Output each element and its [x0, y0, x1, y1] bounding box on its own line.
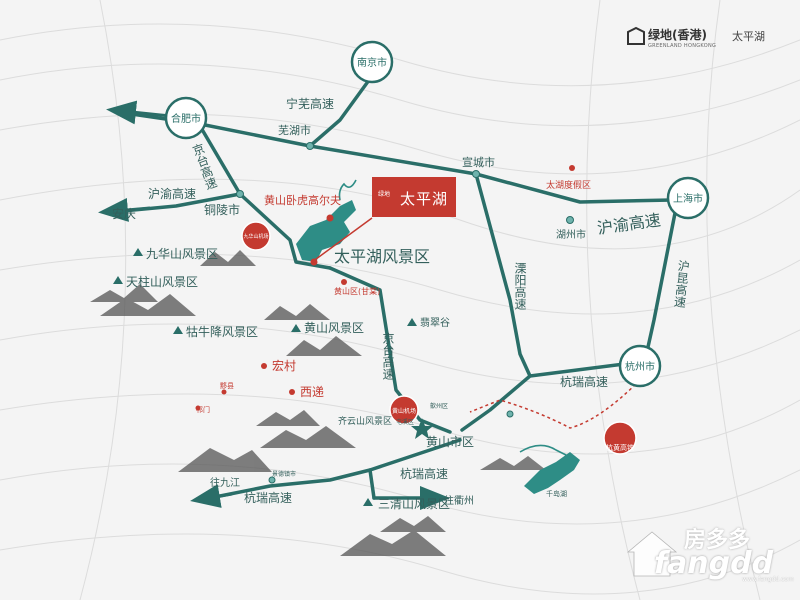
mountain-icon: [264, 304, 330, 320]
mountain-icon: [178, 448, 272, 472]
scenic-jiuhuashan: 九华山风景区: [146, 247, 218, 261]
scenic-sanqingshan: 三清山风景区: [378, 497, 450, 511]
road-wuhu-xuancheng: [308, 144, 478, 176]
road-jingtai: [328, 266, 452, 434]
star-icon: [411, 418, 433, 439]
junction-dots: [236, 142, 574, 484]
label-huangshan-district: 黄山区(甘棠): [334, 286, 380, 296]
red-dots: [195, 165, 575, 411]
project-badge[interactable]: 绿地 太平湖: [372, 177, 456, 217]
city-shanghai[interactable]: 上海市: [673, 192, 703, 205]
place-wuhu: 芜湖市: [278, 123, 311, 137]
road-xuancheng-shanghai: [474, 172, 674, 204]
place-shexian: 歙州区: [430, 402, 448, 410]
place-yixian: 黟县: [220, 381, 234, 390]
mountain-icon: [286, 336, 362, 356]
label-golf: 黄山卧虎高尔夫: [264, 193, 341, 207]
lake-river: [338, 179, 357, 201]
road-label-hangrui-west: 杭瑞高速: [244, 490, 292, 505]
road-hangzhou-sw: [460, 360, 642, 432]
road-label-ningwu: 宁芜高速: [286, 96, 334, 111]
watermark-cn: 房多多: [684, 528, 751, 553]
brand-name: 绿地(香港): [648, 28, 707, 42]
city-hefei[interactable]: 合肥市: [171, 112, 201, 125]
mountain-icons: [90, 250, 546, 556]
watermark-house-icon: [626, 531, 678, 577]
brand-project-logo: 太平湖: [732, 30, 765, 43]
road-hefei-wuhu: [198, 122, 312, 148]
arrow-hefei-west: [106, 100, 171, 125]
mountain-icon: [260, 426, 356, 448]
watermark-en: fangdd: [654, 546, 774, 581]
mountain-icon: [90, 284, 158, 302]
road-south: [368, 468, 376, 500]
arrow-anqing: [98, 197, 151, 222]
badge-prefix: 绿地: [378, 191, 391, 198]
scenic-taihu-resort: 太湖度假区: [546, 179, 591, 191]
place-qimen: 祁门: [196, 405, 210, 414]
road-hangrui-west: [208, 438, 462, 500]
place-qiandaohu: 千岛湖: [546, 489, 567, 498]
scenic-tianzhushan: 天柱山风景区: [126, 274, 198, 289]
airport-markers: [241, 221, 637, 455]
place-huangshan-city: 黄山市区: [426, 434, 474, 449]
road-label-hukun: 沪昆高速: [672, 259, 691, 309]
city-hangzhou[interactable]: 杭州市: [625, 360, 655, 373]
badge-pointer: [311, 217, 373, 263]
place-anqing: 安庆: [112, 206, 136, 221]
road-label-huyu-west: 沪渝高速: [148, 186, 196, 201]
brand-logo-icon: [627, 26, 645, 45]
city-nanjing[interactable]: 南京市: [357, 56, 387, 69]
scenic-taiping-lake[interactable]: 太平湖风景区: [334, 247, 430, 266]
qiandao-river: [519, 444, 569, 457]
badge-name: 太平湖: [400, 190, 449, 208]
airport-huangshan: 黄山机场: [392, 407, 416, 415]
mountain-icon: [100, 294, 196, 316]
airport-jiuhuashan: 九华山机场: [243, 233, 268, 240]
label-xidi: 西递: [300, 385, 324, 399]
brand-subtitle: GREENLAND HONGKONG: [648, 43, 717, 49]
road-hefei-tongling: [198, 124, 242, 196]
mountain-icon: [200, 250, 256, 266]
label-hongcun: 宏村: [272, 358, 296, 373]
place-huzhou: 湖州市: [556, 228, 586, 241]
place-tongling: 铜陵市: [204, 202, 240, 217]
triangle-markers: [113, 248, 417, 506]
scenic-huangshan: 黄山风景区: [304, 321, 364, 335]
rail-hangzhou-huangshan: [469, 379, 641, 429]
place-tunxi: 屯溪区: [396, 418, 414, 426]
place-xuancheng: 宣城市: [462, 155, 495, 169]
mountain-icon: [340, 530, 446, 556]
watermark-url: www.fangdd.com: [742, 576, 794, 583]
scenic-guniujiang: 牯牛降风景区: [186, 324, 258, 339]
mountain-icon: [256, 410, 320, 426]
road-label-jingtai-south: 京台高速: [381, 332, 395, 380]
place-jiujiang: 往九江: [210, 476, 240, 489]
scenic-feicuigu: 翡翠谷: [420, 316, 450, 329]
road-label-liyang: 溧阳高速: [513, 262, 527, 310]
rail-hangzhou-huangshan-label: 杭黄高铁: [606, 443, 634, 452]
place-jingdezhen: 景德镇市: [272, 470, 296, 478]
city-markers: [164, 40, 710, 388]
road-label-hangrui-east: 杭瑞高速: [560, 374, 608, 389]
watermark: 房多多 fangdd www.fangdd.com: [618, 522, 794, 584]
road-shanghai-hangzhou: [644, 206, 678, 358]
qiandao-lake: [524, 452, 580, 494]
mountain-icon: [380, 516, 446, 532]
road-label-hangrui-south: 杭瑞高速: [400, 466, 448, 481]
place-quzhou: 往衢州: [444, 494, 474, 507]
road-label-huyu-east: 沪渝高速: [596, 210, 662, 238]
road-ningwu: [308, 74, 374, 148]
mountain-icon: [480, 456, 546, 470]
scenic-qiyunshan: 齐云山风景区: [338, 415, 392, 427]
taiping-lake: [296, 200, 356, 262]
road-liyang: [474, 172, 532, 378]
arrow-jiujiang: [190, 484, 233, 508]
brand-header: 绿地(香港) GREENLAND HONGKONG 太平湖: [622, 22, 792, 58]
